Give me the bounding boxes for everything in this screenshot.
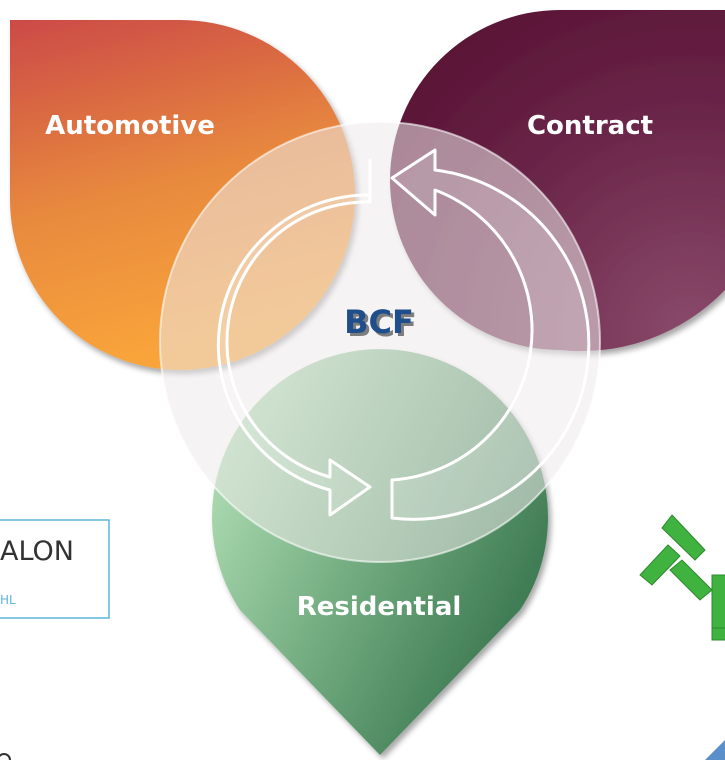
- cycle-arrow-left: [216, 158, 372, 517]
- center-label: BCF: [344, 303, 414, 341]
- left-logo: ALON HL: [0, 519, 110, 619]
- automotive-label: Automotive: [45, 111, 215, 141]
- cycle-arrow-right: [390, 148, 591, 521]
- corner-glyph-fragment: [0, 753, 11, 765]
- left-logo-subtext: HL: [0, 593, 16, 607]
- cycle-arrows: [216, 148, 591, 521]
- residential-label: Residential: [297, 592, 462, 622]
- pinwheel-logo-icon: [639, 514, 725, 641]
- left-logo-text: ALON: [0, 536, 74, 567]
- corner-logo-fragment: [705, 740, 725, 760]
- center-label-shadow: BCF: [347, 306, 417, 344]
- contract-label: Contract: [527, 111, 653, 141]
